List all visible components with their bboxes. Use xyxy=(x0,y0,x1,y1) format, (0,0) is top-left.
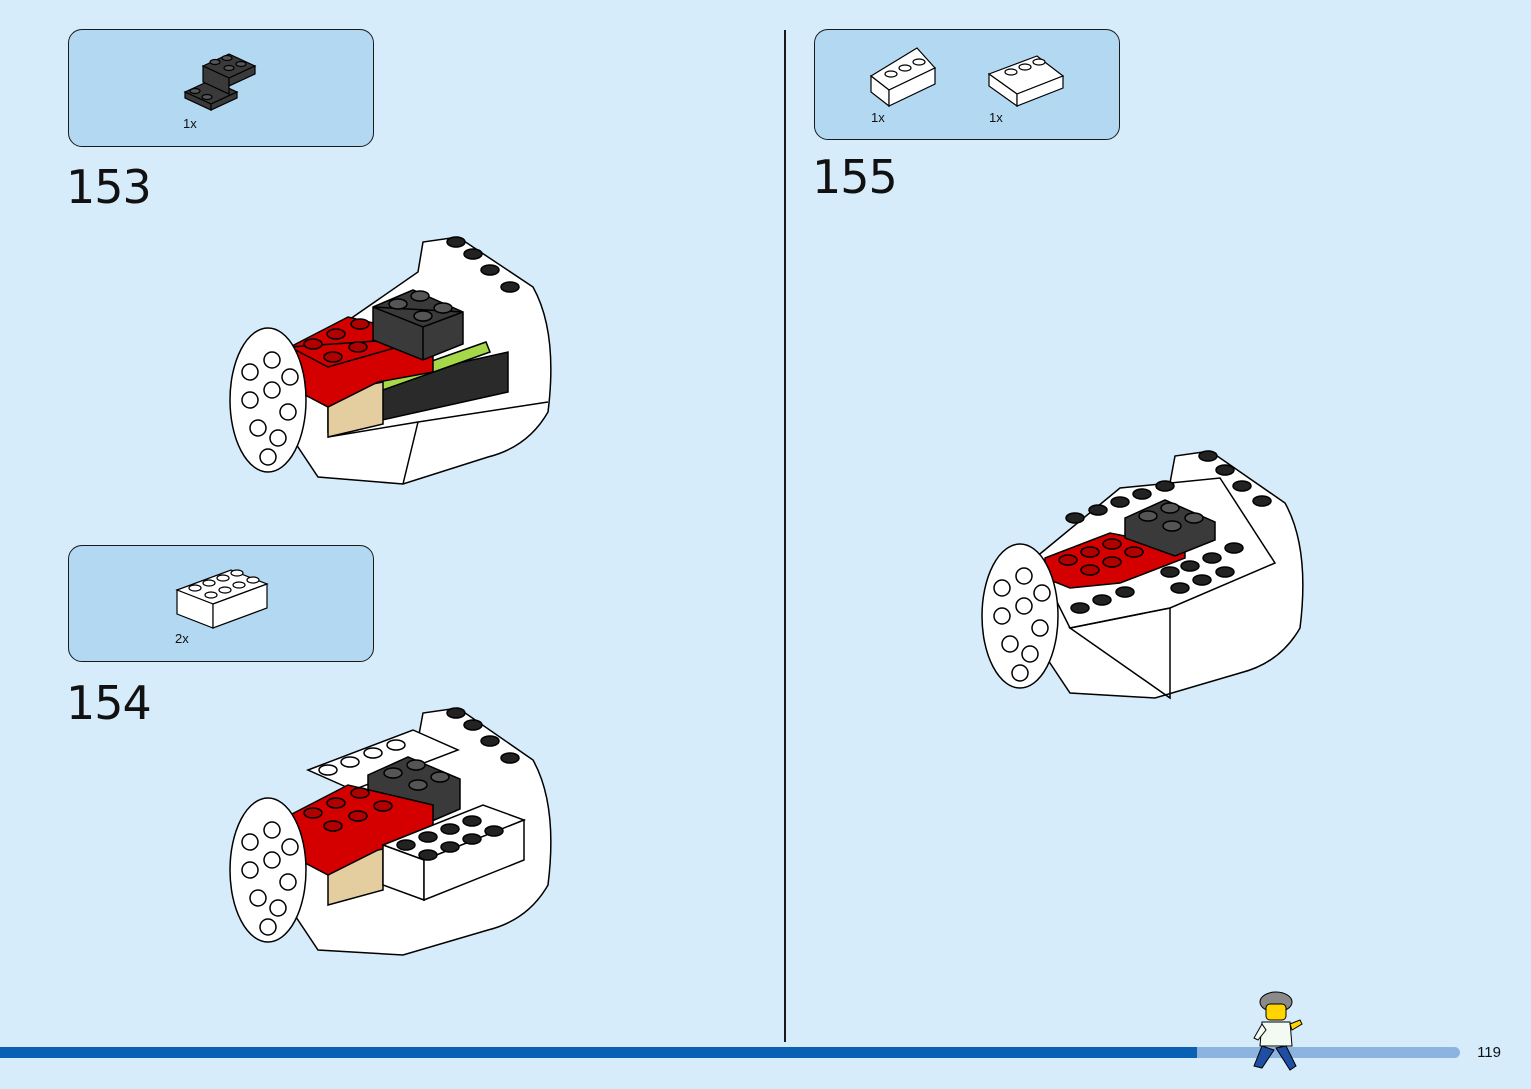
parts-callout-step-155: 1x 1x xyxy=(814,29,1120,140)
progress-fill xyxy=(0,1047,1197,1058)
step-154-model-illustration xyxy=(229,707,552,956)
black-bracket-plate-icon xyxy=(183,53,257,111)
page-number: 119 xyxy=(1477,1044,1501,1061)
step-153-model-illustration xyxy=(229,236,552,485)
parts-callout-step-154: 2x xyxy=(68,545,374,662)
white-wedge-plate-left-icon xyxy=(869,47,936,108)
parts-callout-step-153: 1x xyxy=(68,29,374,147)
step-number: 153 xyxy=(66,160,152,214)
step-number: 155 xyxy=(812,150,898,204)
white-wedge-plate-right-icon xyxy=(987,55,1065,108)
part-quantity: 1x xyxy=(183,116,197,131)
page-divider xyxy=(784,30,786,1042)
step-number: 154 xyxy=(66,676,152,730)
progress-remaining xyxy=(1197,1047,1460,1058)
white-brick-2x4-icon xyxy=(175,569,269,629)
part-quantity: 2x xyxy=(175,631,189,646)
step-155-model-illustration xyxy=(981,450,1304,700)
part-quantity: 1x xyxy=(989,110,1003,125)
progress-bar xyxy=(0,1047,1460,1058)
minifigure-icon xyxy=(1253,991,1303,1071)
part-quantity: 1x xyxy=(871,110,885,125)
